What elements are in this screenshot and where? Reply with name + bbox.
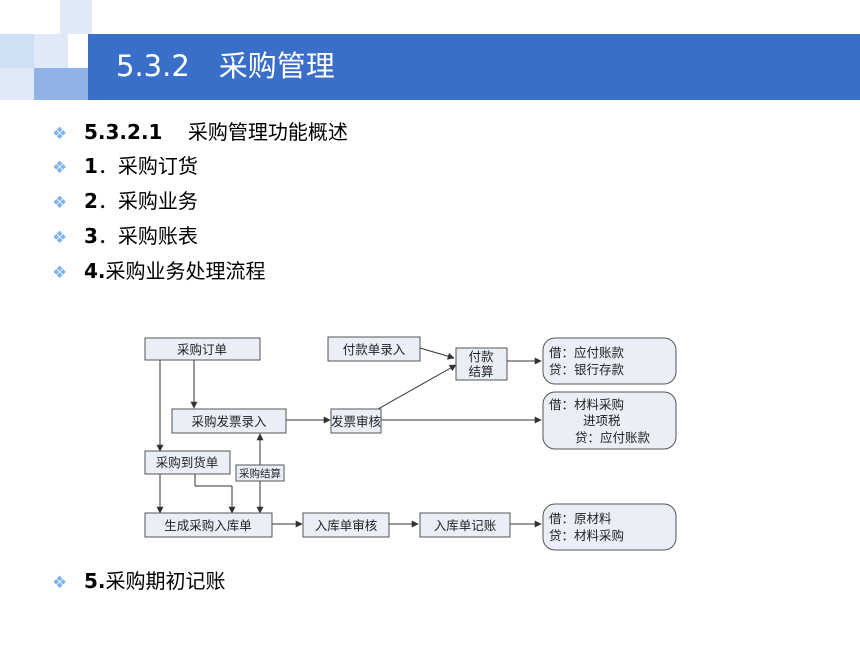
corner-square-5 [0,68,34,100]
settlement-box [235,464,285,482]
bullet-item: ❖3．采购账表 [52,222,198,252]
settlement-label: 采购结算 [239,467,281,480]
purchase-order-label: 采购订单 [177,342,227,357]
generate-receipt-box [144,512,273,538]
bullet-item: ❖2．采购业务 [52,187,198,217]
receipt-posting-label: 入库单记账 [434,518,497,533]
corner-square-3 [0,34,34,68]
corner-square-6 [34,68,88,100]
journal-entry-2-debit: 借：材料采购 [549,397,624,412]
journal-entry-3-credit: 贷：材料采购 [549,528,624,543]
journal-entry-3-box [542,503,677,551]
title-bar [88,34,860,100]
bullet-item: ❖1．采购订货 [52,152,198,182]
invoice-entry-label: 采购发票录入 [191,414,267,429]
journal-entry-3-debit: 借：原材料 [549,511,612,526]
page-title: 5.3.2 采购管理 [116,49,335,83]
journal-entry-1-box [542,337,677,385]
invoice-entry-box [171,408,287,434]
payment-settle-label: 付款 [468,349,494,364]
purchase-order-box [144,337,261,361]
diamond-bullet-icon: ❖ [52,573,68,593]
diamond-bullet-icon: ❖ [52,228,68,248]
arrival-note-label: 采购到货单 [156,455,219,470]
arrival-note-box [144,450,231,475]
diamond-bullet-icon: ❖ [52,158,68,178]
invoice-review-box [330,408,382,434]
bullet-item: ❖5.采购期初记账 [52,567,226,597]
journal-entry-1-debit: 借：应付账款 [549,345,625,360]
flow-arrows [156,347,542,528]
payment-entry-box [327,336,421,362]
invoice-review-label: 发票审核 [331,414,382,429]
corner-square-4 [34,34,68,68]
generate-receipt-label: 生成采购入库单 [164,518,252,533]
diamond-bullet-icon: ❖ [52,193,68,213]
corner-square-2 [60,0,92,34]
bullet-item: ❖5.3.2.1 采购管理功能概述 [52,118,348,148]
diamond-bullet-icon: ❖ [52,263,68,283]
corner-square-1 [0,0,34,34]
receipt-posting-box [419,512,511,538]
receipt-review-box [302,512,390,538]
journal-entry-2-tax: 进项税 [583,413,621,428]
payment-settle-box [455,347,508,381]
journal-entry-2-box [542,391,677,450]
bullet-item: ❖4.采购业务处理流程 [52,257,266,287]
payment-entry-label: 付款单录入 [343,342,406,357]
payment-settle-label-2: 结算 [468,364,493,379]
diamond-bullet-icon: ❖ [52,124,68,144]
journal-entry-1-credit: 贷：银行存款 [549,362,625,377]
receipt-review-label: 入库单审核 [315,518,378,533]
journal-entry-2-credit: 贷：应付账款 [575,430,651,445]
